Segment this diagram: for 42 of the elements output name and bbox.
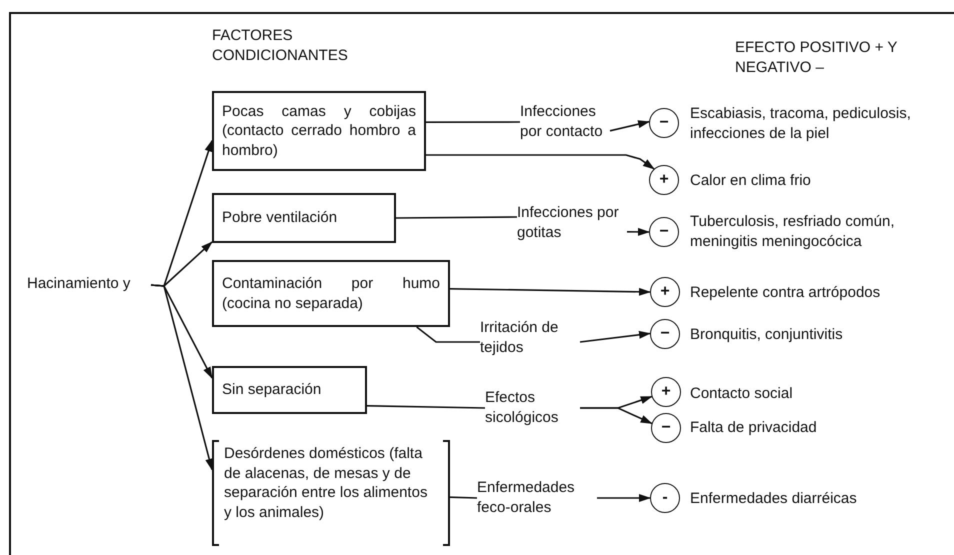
effect-sign-circle: −	[650, 319, 680, 349]
column-heading: EFECTO POSITIVO + Y NEGATIVO –	[735, 38, 898, 77]
factor-box: Sin separación	[212, 366, 367, 414]
pathway-text: Irritación de tejidos	[480, 318, 580, 358]
effect-sign-circle: -	[650, 483, 680, 513]
connector-line	[416, 326, 480, 343]
factor-box: Pobre ventilación	[212, 193, 396, 243]
effect-text: Falta de privacidad	[690, 418, 818, 438]
pathway-text: Infecciones por gotitas	[517, 203, 627, 243]
arrow	[597, 494, 651, 502]
arrow	[610, 120, 650, 132]
column-heading: FACTORES CONDICIONANTES	[212, 26, 349, 65]
source-text: Hacinamiento y	[27, 274, 151, 296]
effect-text: Repelente contra artrópodos	[690, 283, 882, 302]
connector-line	[396, 216, 517, 219]
arrow	[150, 284, 214, 471]
effect-text: Bronquitis, conjuntivitis	[690, 325, 844, 344]
arrow	[426, 154, 655, 170]
effect-text: Tuberculosis, resfriado común, meningitis meningocócica	[690, 212, 896, 251]
arrow	[580, 330, 651, 343]
arrow	[580, 407, 653, 424]
effect-text: Calor en clima frio	[690, 171, 812, 190]
connector-line	[366, 405, 486, 409]
factor-box: Contaminación por humo (cocina no separada)	[212, 260, 450, 327]
effect-sign-circle: −	[651, 413, 681, 443]
pathway-text: Infecciones por contacto	[520, 102, 610, 142]
effect-sign-circle: −	[649, 217, 679, 247]
factor-box: Pocas camas y cobijas (contacto cerrado hombro a hombro)	[212, 91, 426, 171]
effect-text: Escabiasis, tracoma, pediculosis, infecciones de la piel	[690, 104, 912, 143]
effect-text: Contacto social	[690, 384, 794, 404]
pathway-text: Efectos sicológicos	[485, 388, 580, 428]
effect-text: Enfermedades diarréicas	[690, 489, 858, 508]
effect-sign-circle: −	[649, 108, 679, 138]
effect-sign-circle: +	[650, 277, 680, 307]
bracketed-factor: Desórdenes domésticos (falta de alacenas, de mesas y de separación entre los alimentos y los animales)	[212, 440, 450, 546]
connector-line	[426, 121, 520, 123]
pathway-text: Enfermedades feco-orales	[477, 478, 597, 518]
effect-sign-circle: +	[651, 377, 681, 407]
connector-line	[450, 496, 478, 499]
arrow	[627, 228, 650, 236]
arrow	[450, 288, 651, 296]
effect-sign-circle: +	[649, 165, 679, 195]
